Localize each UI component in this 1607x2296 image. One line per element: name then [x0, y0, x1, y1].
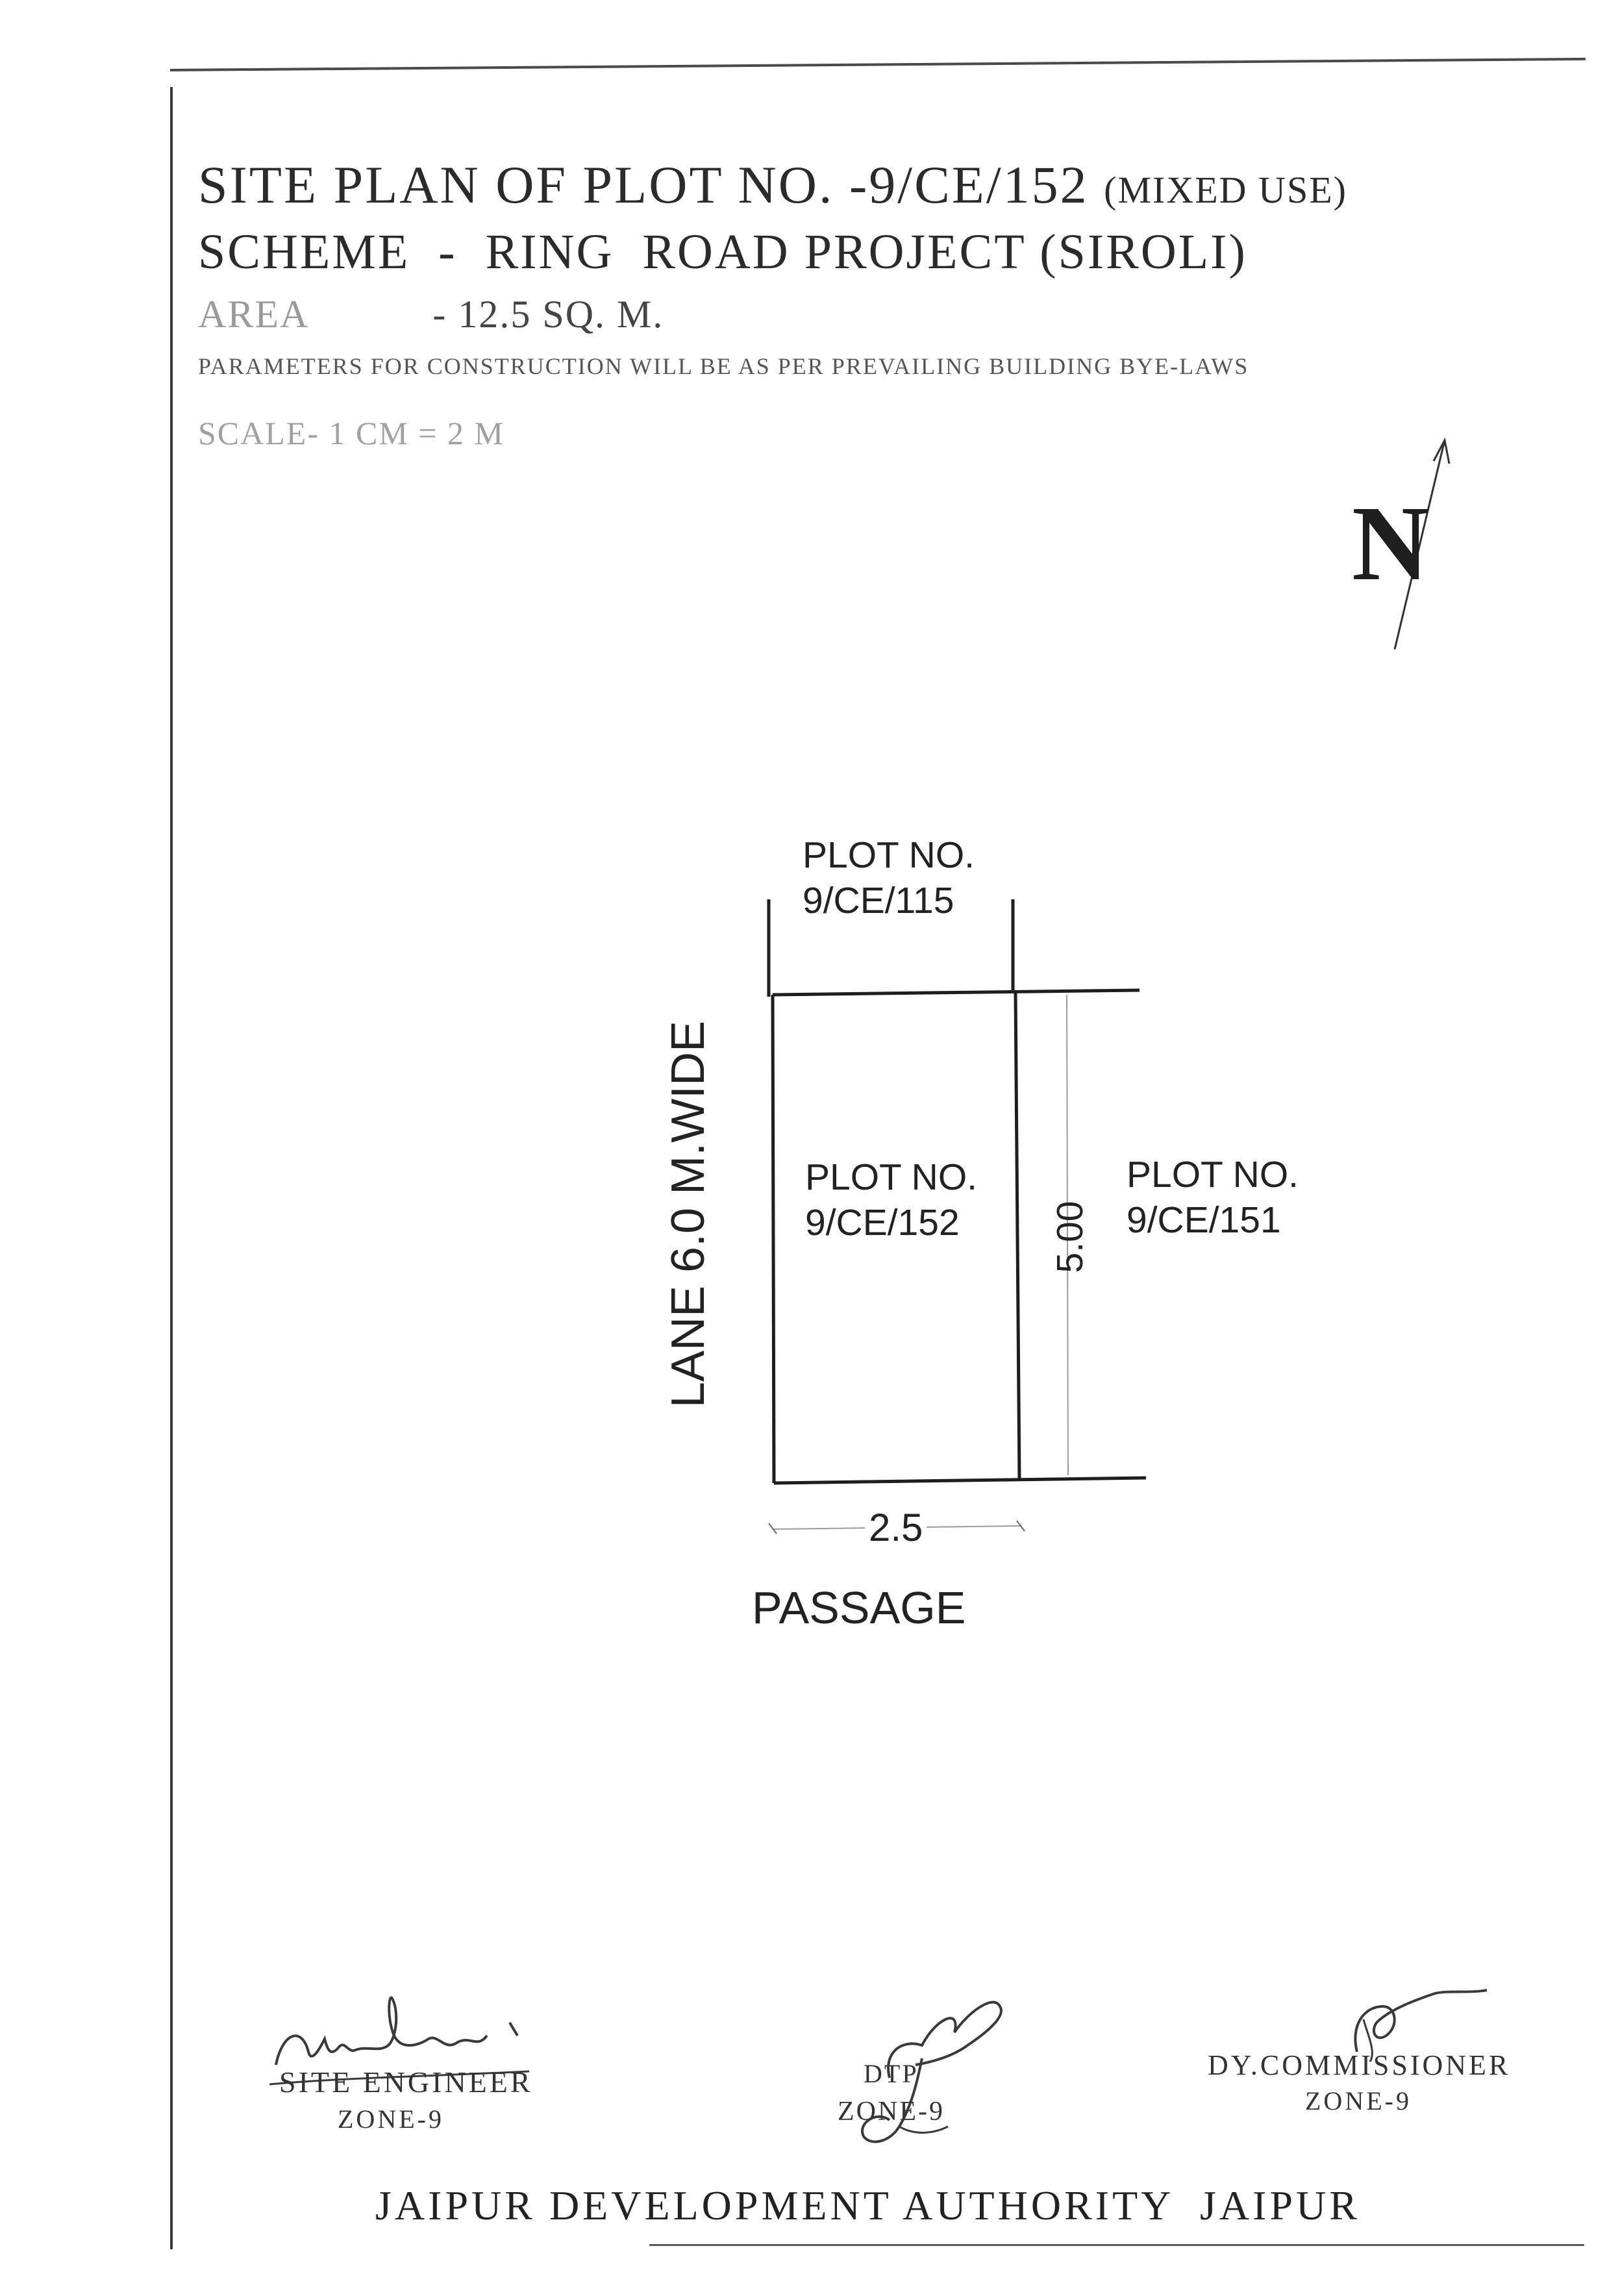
plot-west-boundary — [771, 994, 776, 1484]
plot-north-label: PLOT NO. 9/CE/115 — [803, 832, 975, 923]
north-label: N — [1352, 484, 1429, 603]
lane-label: LANE 6.0 M.WIDE — [662, 1020, 714, 1408]
passage-label: PASSAGE — [752, 1582, 966, 1633]
plot-east-number: 9/CE/151 — [1127, 1199, 1281, 1241]
area-value: - 12.5 SQ. M. — [432, 293, 664, 336]
depth-dimension-line — [1066, 994, 1069, 1476]
scheme-line: SCHEME - RING ROAD PROJECT (SIROLI) — [198, 225, 1247, 279]
plot-south-boundary — [773, 1476, 1147, 1485]
title-suffix: (MIXED USE) — [1104, 169, 1347, 211]
plot-east-label-text: PLOT NO. — [1127, 1154, 1299, 1195]
plot-east-label: PLOT NO. 9/CE/151 — [1127, 1152, 1299, 1243]
authority-footer: JAIPUR DEVELOPMENT AUTHORITY JAIPUR — [375, 2182, 1360, 2228]
site-engineer-zone: ZONE-9 — [338, 2104, 444, 2134]
plot-main-label-text: PLOT NO. — [805, 1156, 978, 1198]
plot-north-label-text: PLOT NO. — [803, 834, 975, 876]
dy-commissioner-signature — [1354, 1989, 1488, 2062]
dtp-signature — [861, 2001, 1003, 2143]
area-label: AREA — [198, 293, 310, 336]
width-dimension-label: 2.5 — [865, 1505, 927, 1550]
title-main: SITE PLAN OF PLOT NO. -9/CE/152 — [198, 155, 1089, 214]
dy-commissioner-zone: ZONE-9 — [1305, 2086, 1412, 2115]
page-title: SITE PLAN OF PLOT NO. -9/CE/152 (MIXED U… — [198, 155, 1347, 216]
dy-commissioner-role: DY.COMMISSIONER — [1208, 2049, 1511, 2081]
page-border-left — [170, 87, 173, 2249]
area-line: AREA - 12.5 SQ. M. — [198, 292, 664, 337]
plot-main-label: PLOT NO. 9/CE/152 — [805, 1154, 977, 1245]
parameters-note: PARAMETERS FOR CONSTRUCTION WILL BE AS P… — [198, 353, 1249, 379]
dtp-role: DTP — [864, 2059, 919, 2088]
dtp-zone: ZONE-9 — [838, 2097, 945, 2127]
page-border-bottom — [649, 2244, 1584, 2246]
depth-dimension-label: 5.00 — [1049, 1201, 1091, 1273]
site-engineer-role: SITE ENGINEER — [279, 2065, 533, 2099]
plot-north-number: 9/CE/115 — [803, 880, 954, 921]
engineer-signature — [269, 1996, 530, 2086]
scale-note: SCALE- 1 CM = 2 M — [198, 415, 505, 451]
north-arrow-icon: N — [1352, 437, 1451, 650]
plot-east-boundary — [1014, 992, 1021, 1480]
plot-north-boundary — [772, 988, 1140, 997]
plot-main-number: 9/CE/152 — [805, 1202, 960, 1243]
